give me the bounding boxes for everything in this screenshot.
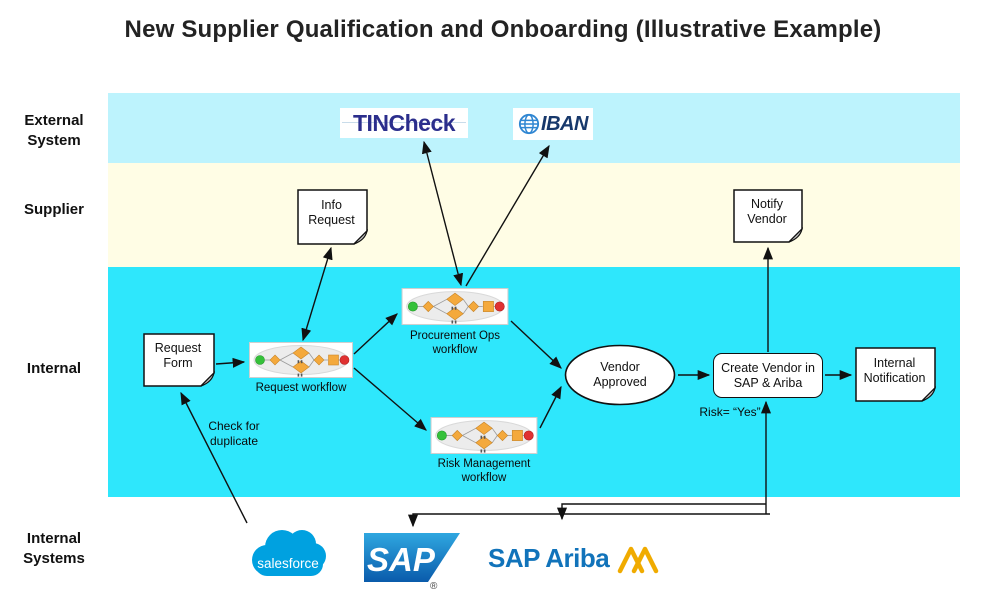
doc-info-request: Info Request	[297, 189, 368, 245]
request-workflow-icon	[249, 342, 353, 378]
doc-internal-notification-label: Internal Notification	[863, 355, 926, 385]
doc-request-form-label: Request Form	[154, 341, 202, 370]
iban-logo: IBAN	[513, 108, 593, 140]
document-shape	[297, 189, 368, 245]
procurement-ops-workflow-label: Procurement Ops workflow	[409, 330, 501, 356]
check-duplicate-annotation: Check for duplicate	[208, 419, 260, 448]
ariba-mountains-icon	[617, 546, 659, 573]
sap-logo-text: SAP	[367, 541, 436, 578]
procurement-ops-workflow-icon	[401, 288, 509, 325]
iban-logo-text: IBAN	[541, 112, 588, 135]
vendor-approved-label: Vendor Approved	[593, 360, 647, 389]
salesforce-logo: salesforce	[252, 530, 326, 576]
ellipse-shape	[564, 344, 676, 406]
create-vendor-node: Create Vendor in SAP & Ariba	[713, 353, 823, 398]
document-shape	[855, 347, 936, 402]
diagram-title: New Supplier Qualification and Onboardin…	[124, 16, 882, 43]
iban-globe-icon	[518, 113, 540, 135]
sap-registered-mark: ®	[430, 581, 438, 591]
lane-label-internal: Internal	[26, 360, 82, 377]
lane-supplier	[108, 163, 960, 267]
request-workflow-label: Request workflow	[255, 382, 347, 394]
sap-ariba-logo: SAP Ariba	[488, 543, 659, 574]
tincheck-logo-text: TINCheck	[352, 109, 456, 136]
salesforce-logo-text: salesforce	[257, 556, 319, 571]
risk-management-workflow-icon	[430, 417, 538, 454]
sap-ariba-logo-text: SAP Ariba	[488, 543, 610, 573]
doc-internal-notification: Internal Notification	[855, 347, 936, 402]
doc-request-form: Request Form	[143, 333, 215, 387]
sap-logo: SAP ®	[364, 533, 460, 591]
lane-label-supplier: Supplier	[23, 201, 84, 218]
doc-notify-vendor: Notify Vendor	[733, 189, 803, 243]
tincheck-rule	[342, 122, 466, 123]
risk-yes-annotation: Risk= “Yes”	[699, 405, 761, 419]
risk-management-workflow-label: Risk Management workflow	[437, 458, 531, 484]
doc-info-request-label: Info Request	[308, 198, 355, 227]
doc-notify-vendor-label: Notify Vendor	[747, 197, 787, 226]
document-shape	[733, 189, 803, 243]
document-shape	[143, 333, 215, 387]
lane-label-internal-systems: Internal Systems	[23, 530, 85, 567]
tincheck-logo: TINCheck	[340, 108, 468, 138]
lane-label-external-system: External System	[24, 112, 84, 149]
vendor-approved-node: Vendor Approved	[564, 344, 676, 406]
